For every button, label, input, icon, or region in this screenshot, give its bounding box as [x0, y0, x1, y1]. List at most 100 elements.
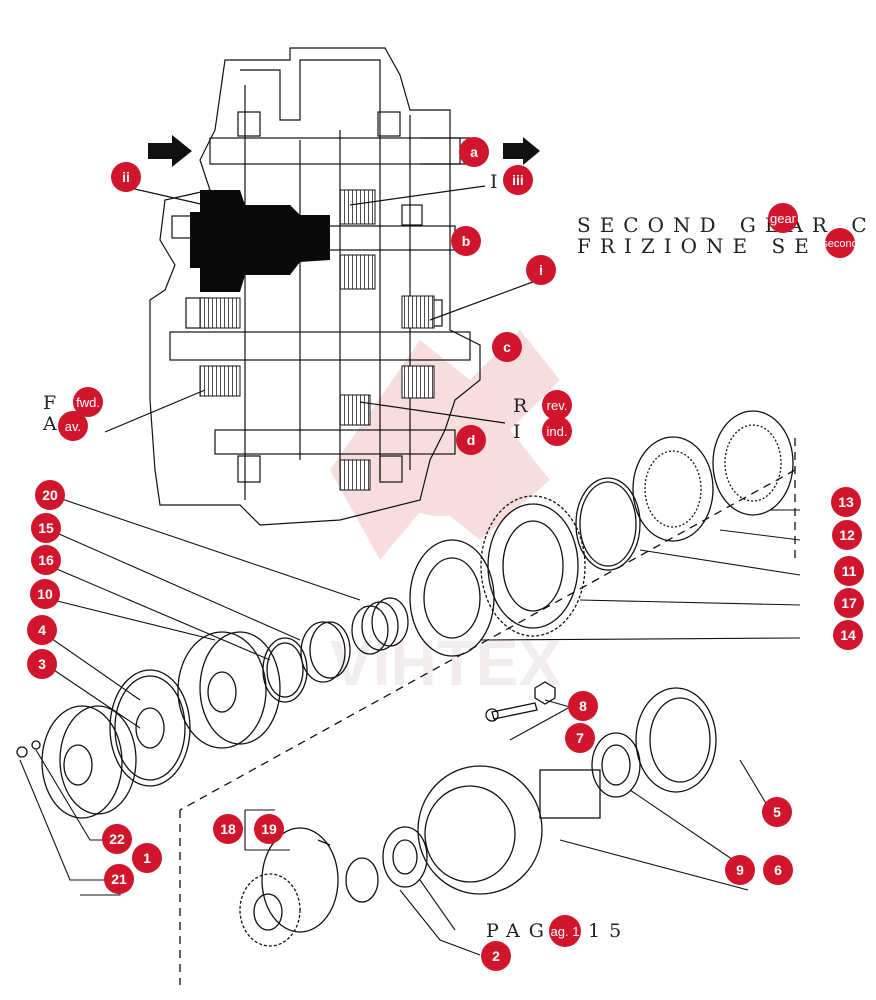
svg-text:ag. 1: ag. 1 [551, 924, 580, 939]
callout-letter-marker [456, 425, 486, 455]
callout-letter-label: b [462, 233, 471, 249]
callout-letter-marker [459, 137, 489, 167]
av-prefix: A [42, 413, 66, 435]
callout-letter-a[interactable]: a [459, 137, 489, 167]
callout-part-marker [725, 855, 755, 885]
callout-part-2[interactable]: 2 [481, 941, 511, 971]
callout-part-marker [27, 615, 57, 645]
svg-text:ind.: ind. [547, 424, 568, 439]
ind-prefix: I [513, 421, 530, 443]
callout-letter-marker [492, 332, 522, 362]
svg-text:gear: gear [770, 211, 797, 226]
callout-letter-ii[interactable]: ii [111, 162, 141, 192]
callout-letter-marker [526, 255, 556, 285]
callout-part-13[interactable]: 13 [831, 487, 861, 517]
callout-part-label: 7 [576, 730, 584, 746]
callout-part-19[interactable]: 19 [254, 814, 284, 844]
tag-fwd[interactable]: fwd. [73, 387, 103, 417]
callout-part-8[interactable]: 8 [568, 691, 598, 721]
callout-part-3[interactable]: 3 [27, 649, 57, 679]
callout-part-marker [35, 480, 65, 510]
tag-second[interactable]: second [822, 228, 858, 258]
callout-part-label: 11 [842, 563, 857, 579]
callout-letter-label: c [503, 339, 511, 355]
callout-part-marker [568, 691, 598, 721]
text-tags: gear second fwd. av. rev. ind. ag. 1 [58, 203, 858, 947]
callout-letter-iii[interactable]: iii [503, 165, 533, 195]
callout-part-label: 14 [840, 627, 856, 643]
callout-part-marker [834, 588, 864, 618]
flow-arrows [148, 135, 540, 167]
callout-part-marker [565, 723, 595, 753]
callout-letter-marker [451, 226, 481, 256]
callout-part-16[interactable]: 16 [31, 545, 61, 575]
callout-part-11[interactable]: 11 [834, 556, 864, 586]
callout-part-label: 10 [37, 586, 53, 602]
tag-page[interactable]: ag. 1 [549, 915, 581, 947]
callout-part-1[interactable]: 1 [132, 843, 162, 873]
callout-letter-marker [503, 165, 533, 195]
gearbox-section [149, 47, 481, 526]
callout-part-18[interactable]: 18 [213, 814, 243, 844]
tag-rev[interactable]: rev. [542, 390, 572, 420]
callout-part-20[interactable]: 20 [35, 480, 65, 510]
callout-part-marker [763, 855, 793, 885]
callout-part-15[interactable]: 15 [31, 513, 61, 543]
second-gear-clutch-highlight [190, 190, 330, 292]
callout-part-label: 9 [736, 862, 744, 878]
callout-part-12[interactable]: 12 [832, 520, 862, 550]
leader-lines-lower [19, 494, 801, 956]
callout-part-marker [30, 579, 60, 609]
svg-text:second: second [822, 238, 857, 250]
callout-part-7[interactable]: 7 [565, 723, 595, 753]
rev-prefix: R [513, 395, 536, 417]
callout-part-marker [254, 814, 284, 844]
svg-text:fwd.: fwd. [76, 395, 100, 410]
caption-line-2: FRIZIONE SE [577, 234, 818, 258]
callout-part-label: 20 [42, 487, 58, 503]
callout-part-6[interactable]: 6 [763, 855, 793, 885]
callout-part-10[interactable]: 10 [30, 579, 60, 609]
callout-letter-c[interactable]: c [492, 332, 522, 362]
annotation-text: SECOND GEAR C FRIZIONE SE F A R I I PAG … [42, 171, 876, 942]
callout-part-5[interactable]: 5 [762, 797, 792, 827]
callout-part-label: 18 [220, 821, 236, 837]
callout-part-label: 3 [38, 656, 46, 672]
iii-prefix: I [490, 171, 507, 193]
callout-part-marker [481, 941, 511, 971]
callout-part-marker [833, 620, 863, 650]
clutch-packs [199, 189, 435, 491]
callout-part-label: 12 [839, 527, 855, 543]
tag-ind[interactable]: ind. [542, 416, 572, 446]
callout-part-9[interactable]: 9 [725, 855, 755, 885]
callout-part-marker [213, 814, 243, 844]
callout-part-marker [31, 513, 61, 543]
callout-part-22[interactable]: 22 [102, 824, 132, 854]
callout-letter-label: a [470, 144, 478, 160]
caption-line-1: SECOND GEAR C [577, 213, 876, 237]
callout-part-label: 21 [111, 871, 127, 887]
watermark-logo: VIHTEX [330, 330, 561, 699]
callout-part-14[interactable]: 14 [833, 620, 863, 650]
page-prefix: PAG [486, 920, 553, 942]
callout-part-label: 8 [579, 698, 587, 714]
callout-letter-marker [111, 162, 141, 192]
tag-gear[interactable]: gear [768, 203, 798, 233]
callout-part-17[interactable]: 17 [834, 588, 864, 618]
svg-text:av.: av. [65, 419, 81, 434]
callout-part-4[interactable]: 4 [27, 615, 57, 645]
callout-part-marker [832, 520, 862, 550]
callout-letter-i[interactable]: i [526, 255, 556, 285]
callout-letter-d[interactable]: d [456, 425, 486, 455]
tag-av[interactable]: av. [58, 411, 88, 441]
fwd-prefix: F [43, 392, 65, 414]
exploded-parts [16, 410, 794, 947]
callout-letter-b[interactable]: b [451, 226, 481, 256]
callout-part-label: 17 [841, 595, 857, 611]
callout-letter-label: ii [122, 169, 130, 185]
leader-lines-upper [104, 185, 539, 433]
callout-part-label: 15 [38, 520, 54, 536]
callout-part-label: 5 [773, 804, 781, 820]
callout-part-21[interactable]: 21 [104, 864, 134, 894]
